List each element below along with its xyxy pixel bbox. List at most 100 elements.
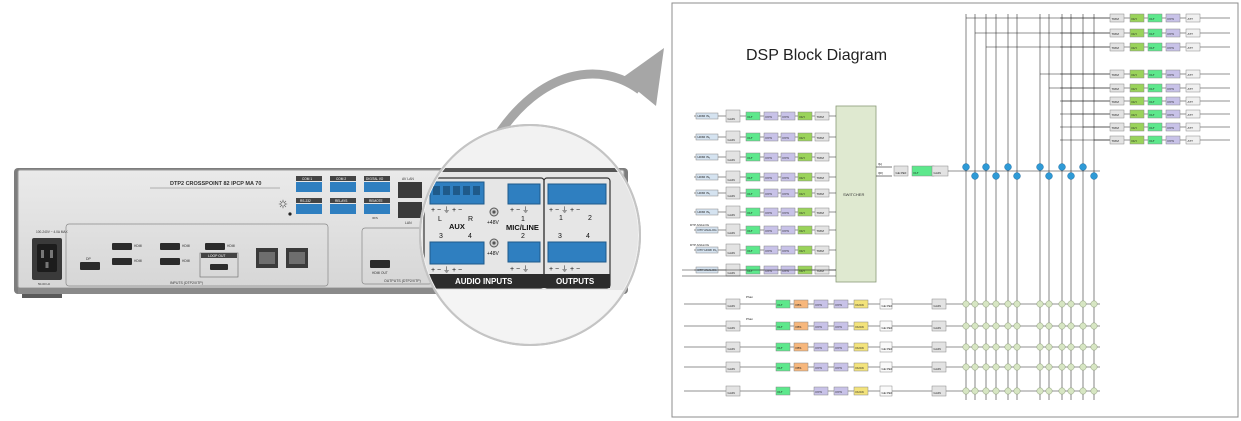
matrix-node [962, 163, 970, 171]
dyn-block [780, 207, 796, 217]
matrix-node-mic [1013, 387, 1021, 395]
matrix-node-mic [982, 363, 990, 371]
flt-block [745, 132, 761, 142]
flt-block [775, 362, 791, 372]
outputs-ch2: 2 [588, 215, 592, 222]
outputs-banner: OUTPUTS [556, 277, 595, 286]
att-block [1185, 13, 1201, 23]
input-label-box-label: HDMI IN₁ [698, 114, 711, 118]
gain-block [725, 186, 741, 200]
flt-block [775, 321, 791, 331]
flt-block [1147, 96, 1163, 106]
dyn-block [1165, 96, 1181, 106]
gain-block-label: GAIN [728, 231, 735, 235]
dly-block-label: DLY [800, 269, 806, 273]
att-block [1185, 135, 1201, 145]
dyn-block-label: DYN [1168, 46, 1174, 50]
matrix-node-mic [982, 300, 990, 308]
matrix-node [1058, 163, 1066, 171]
trim-block-label: TRIM [1112, 73, 1120, 77]
dly-block-label: DLY [800, 249, 806, 253]
gain-block-label: GAIN [728, 271, 735, 275]
trim-block [1109, 96, 1125, 106]
out-label-r: I[R] [878, 171, 883, 175]
dyn-block [763, 225, 779, 235]
trim-block-label: TRIM [817, 192, 825, 196]
dyn-block-label: DYN [766, 176, 772, 180]
trim-block [814, 207, 830, 217]
ge-block-label: GE PEF [882, 347, 893, 351]
matrix-node [1036, 163, 1044, 171]
matrix-node-mic [1067, 300, 1075, 308]
gain-block-label: GAIN [728, 158, 735, 162]
dyn-block [780, 245, 796, 255]
trim-block [1109, 69, 1125, 79]
gain-block-label: GAIN [728, 304, 735, 308]
ir-label: IR/S [372, 216, 378, 220]
dyn-block [1165, 42, 1181, 52]
phantom-label: Phan [746, 317, 753, 321]
trim-block-label: TRIM [1112, 113, 1120, 117]
dyn-block [763, 132, 779, 142]
fbs-block [793, 342, 809, 352]
trim-block [814, 188, 830, 198]
lan-label: LAN [405, 221, 412, 225]
com2-label: COM 2 [336, 177, 346, 181]
duck-block [853, 386, 869, 396]
matrix-node-mic [1067, 387, 1075, 395]
dly-block-label: DLY [1132, 113, 1138, 117]
fbs-block [793, 299, 809, 309]
dtp-label: DTP ANALOG [690, 223, 710, 227]
flt-block-label: FLT [748, 156, 753, 160]
gain-block [725, 109, 741, 123]
ge-block [879, 341, 893, 353]
ge-block-label: GE PEF [882, 391, 893, 395]
ge-block [879, 298, 893, 310]
dyn-block [763, 188, 779, 198]
input-label-box-label: DTP ANALOG [698, 228, 718, 232]
matrix-node-mic [962, 322, 970, 330]
input-label-box [695, 153, 719, 161]
flt-block-label: FLT [748, 192, 753, 196]
matrix-node-mic [1067, 322, 1075, 330]
gain-block-label: GAIN [728, 326, 735, 330]
dly-block [1129, 122, 1145, 132]
dyn-block [780, 172, 796, 182]
matrix-node-mic [971, 363, 979, 371]
flt-block-label: FLT [748, 211, 753, 215]
dyn-block [813, 321, 829, 331]
matrix-node-mic [992, 343, 1000, 351]
loop-out-box: LOOP OUT [199, 252, 239, 278]
outputs-ch3: 3 [558, 233, 562, 240]
dp-label: DP [86, 257, 92, 261]
duck-block-label: DUCK [856, 390, 865, 394]
hdmi-out-label: HDMI OUT [372, 271, 388, 275]
trim-block-label: TRIM [1112, 100, 1120, 104]
matrix-node [1079, 163, 1087, 171]
gain-block-label: GAIN [934, 347, 941, 351]
dyn-block-label: DYN [766, 156, 772, 160]
aux-left-label: L [438, 216, 442, 223]
matrix-node-mic [1045, 343, 1053, 351]
flt-block [1147, 69, 1163, 79]
matrix-node-mic [1004, 343, 1012, 351]
trim-block [1109, 13, 1125, 23]
device-model-label: DTP2 CROSSPOINT 82 IPCP MA 70 [170, 181, 261, 187]
dly-block [797, 245, 813, 255]
magnifier: + − ⏚ + − L R AUX + − ⏚ 1 MIC/LINE +48V … [419, 124, 641, 346]
flt-block [1147, 42, 1163, 52]
att-block-label: ATT [1188, 126, 1194, 130]
dyn-block [813, 342, 829, 352]
input-label-box-label: HDMI IN₂ [698, 135, 711, 139]
flt-block-label: FLT [778, 390, 783, 394]
dly-block-label: DLY [1132, 100, 1138, 104]
matrix-node-mic [1058, 387, 1066, 395]
flt-block-label: FLT [914, 171, 919, 175]
flt-block [1147, 28, 1163, 38]
duck-block [853, 362, 869, 372]
flt-block-label: FLT [748, 136, 753, 140]
dly-block-label: DLY [1132, 32, 1138, 36]
att-block-label: ATT [1188, 73, 1194, 77]
dyn-block [780, 152, 796, 162]
matrix-node-mic [1058, 343, 1066, 351]
